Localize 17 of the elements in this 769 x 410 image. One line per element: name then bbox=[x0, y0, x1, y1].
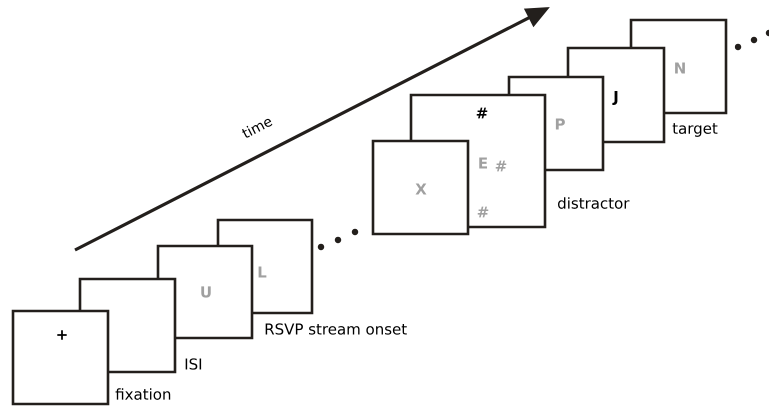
stimulus-character: + bbox=[57, 330, 67, 340]
stimulus-character: X bbox=[416, 184, 426, 194]
frame-caption: distractor bbox=[558, 197, 630, 209]
frame-caption: ISI bbox=[186, 358, 202, 370]
frame-caption: target bbox=[672, 123, 718, 137]
stimulus-character: J bbox=[612, 91, 618, 105]
stimulus-character: N bbox=[675, 62, 685, 74]
text: time bbox=[242, 118, 272, 138]
stimulus-character: P bbox=[556, 118, 565, 130]
stimulus-character: U bbox=[201, 286, 211, 298]
stimulus-character: L bbox=[258, 266, 266, 278]
frame-caption: fixation bbox=[116, 388, 170, 400]
stimulus-character: # bbox=[478, 206, 488, 218]
stimulus-character: # bbox=[476, 108, 488, 118]
stimulus-character: E bbox=[479, 158, 488, 168]
frame-caption: RSVP stream onset bbox=[266, 323, 407, 335]
stimulus-character: # bbox=[496, 160, 506, 172]
